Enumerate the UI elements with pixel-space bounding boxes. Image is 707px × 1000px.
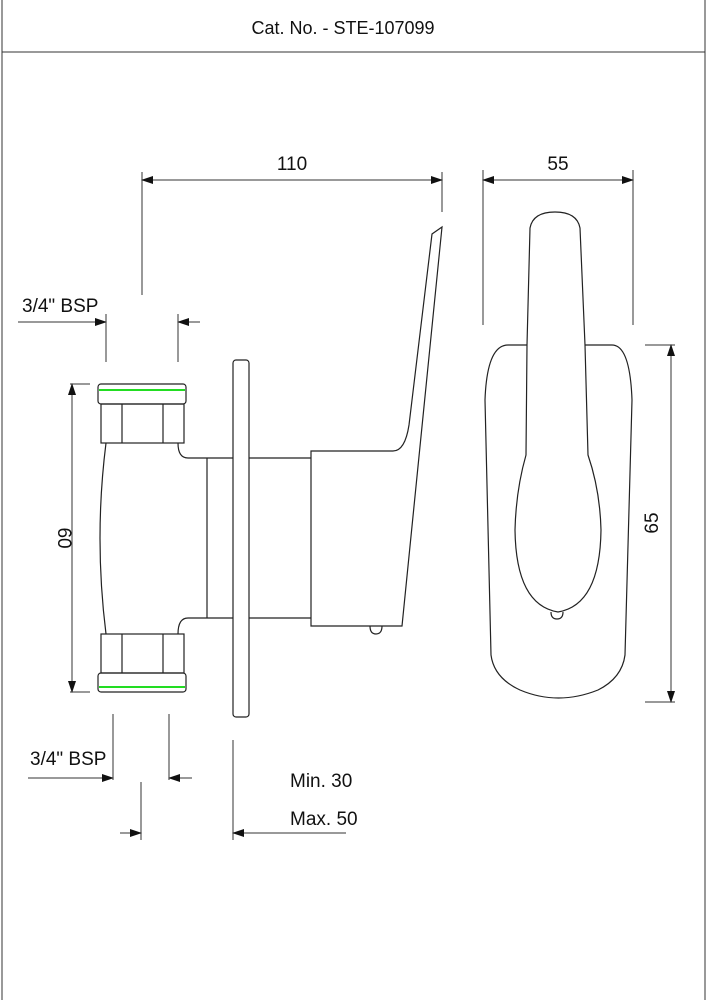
label-top-bsp: 3/4" BSP	[22, 296, 98, 317]
label-max-50: Max. 50	[290, 809, 358, 830]
dimension-top-inlet-thread: 3/4" BSP	[18, 296, 200, 362]
side-view-valve	[97, 225, 443, 718]
catalog-number-title: Cat. No. - STE-107099	[251, 18, 434, 38]
front-view-valve	[484, 211, 633, 699]
label-110: 110	[277, 154, 307, 175]
dimension-front-width: 55	[482, 154, 634, 325]
label-55: 55	[547, 154, 568, 175]
label-min-30: Min. 30	[290, 771, 352, 792]
label-bottom-bsp: 3/4" BSP	[30, 749, 106, 770]
dimension-wall-depth: Min. 30 Max. 50	[232, 740, 358, 840]
dimension-bottom-inlet-thread: 3/4" BSP	[28, 714, 192, 840]
dimension-inlet-spacing: 60	[53, 383, 90, 693]
dimension-overall-depth: 110	[141, 154, 443, 295]
label-65: 65	[642, 512, 663, 533]
label-60: 60	[53, 527, 74, 548]
dimension-front-height: 65	[642, 344, 675, 703]
